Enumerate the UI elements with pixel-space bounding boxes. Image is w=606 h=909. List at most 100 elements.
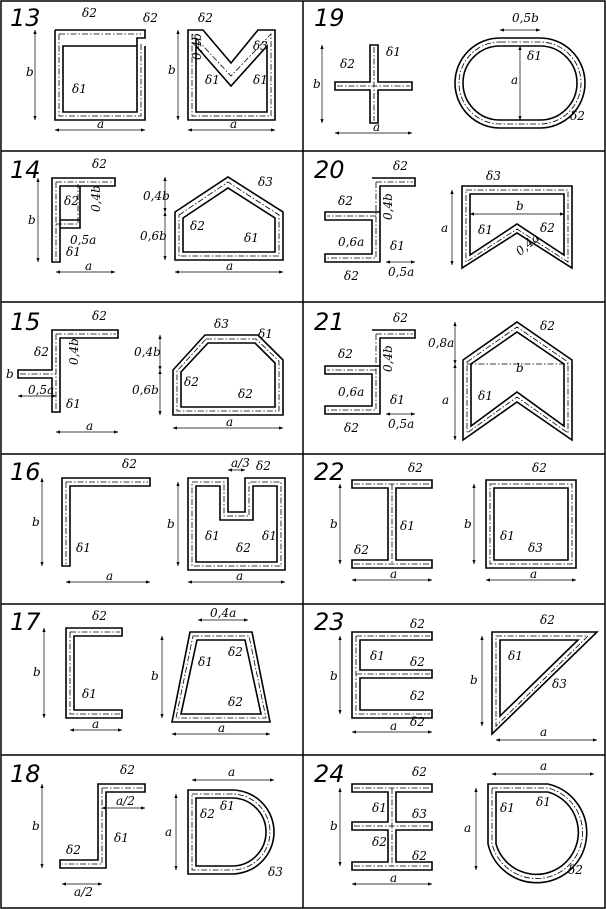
- variant-19: 19 b a δ1 δ2 0,5b a δ1 δ2: [313, 4, 586, 135]
- thickness-d1-c: δ1: [258, 327, 273, 341]
- e-profile-21: [324, 329, 416, 415]
- variant-number: 19: [314, 4, 345, 32]
- thickness-d2: δ2: [340, 57, 355, 71]
- thickness-d2: δ2: [393, 311, 408, 325]
- dim-a-c: a: [226, 415, 233, 429]
- dim-b-nb: b: [167, 517, 175, 531]
- thickness-d2: δ2: [92, 157, 107, 171]
- thickness-d2b: δ2: [338, 347, 353, 361]
- variant-number: 17: [10, 608, 41, 636]
- dim-0-4b: 0,4b: [89, 185, 103, 212]
- dim-a: a: [85, 259, 92, 273]
- thickness-d1-n: δ1: [478, 223, 493, 237]
- thickness-d1-nb: δ1: [205, 529, 220, 543]
- thickness-d2c: δ2: [344, 269, 359, 283]
- thickness-d3: δ3: [214, 317, 229, 331]
- house-profile: [174, 176, 284, 261]
- dim-a-trap: a: [218, 721, 225, 735]
- dim-b: b: [313, 77, 321, 91]
- dim-0-4a: 0,4a: [210, 606, 236, 620]
- notched-box-profile: [187, 477, 286, 571]
- thickness-d3: δ3: [253, 39, 268, 53]
- thickness-d1-chev: δ1: [478, 389, 493, 403]
- thickness-d1-m: δ1: [205, 73, 220, 87]
- dim-a-house: a: [226, 259, 233, 273]
- chamfer-profile: [172, 334, 284, 416]
- dim-a-m: a: [230, 117, 237, 131]
- thickness-d2-d: δ2: [200, 807, 215, 821]
- thickness-d2b: δ2: [66, 843, 81, 857]
- dim-a: a: [92, 717, 99, 731]
- dim-0-5a: 0,5a: [28, 383, 54, 397]
- square-profile: [485, 479, 577, 569]
- thickness-d1: δ1: [400, 519, 415, 533]
- thickness-d3-d: δ3: [268, 865, 283, 879]
- dim-0-4b: 0,4b: [381, 193, 395, 220]
- thickness-d2-c2: δ2: [238, 387, 253, 401]
- thickness-d1: δ1: [66, 245, 81, 259]
- thickness-d2: δ2: [408, 461, 423, 475]
- thickness-d3-sq: δ3: [528, 541, 543, 555]
- dim-0-6a: 0,6a: [338, 385, 364, 399]
- cross-profile: [334, 44, 413, 124]
- variant-24: 24 b a δ2 δ1 δ3 δ2 δ2 a a δ1 δ1 δ2: [314, 759, 595, 886]
- trapezoid-profile: [171, 631, 271, 723]
- thickness-d2b: δ2: [34, 345, 49, 359]
- thickness-d3: δ3: [412, 807, 427, 821]
- dim-b: b: [330, 517, 338, 531]
- thickness-d1: δ1: [390, 239, 405, 253]
- thickness-d2-chev: δ2: [540, 319, 555, 333]
- variant-number: 13: [10, 4, 41, 32]
- dim-a: a: [106, 569, 113, 583]
- thickness-d2c: δ2: [344, 421, 359, 435]
- dim-0-4b: 0,4b: [67, 338, 81, 365]
- triangle-profile: [491, 631, 599, 736]
- step-profile-14: [51, 177, 116, 263]
- dim-b: b: [6, 367, 14, 381]
- thickness-d1-drop2: δ1: [536, 795, 551, 809]
- open-square-profile: [54, 29, 146, 121]
- variant-number: 23: [314, 608, 345, 636]
- dim-b: b: [330, 819, 338, 833]
- dim-a: a: [390, 871, 397, 885]
- d-profile: [187, 789, 275, 875]
- variant-14: 14 b a 0,4b 0,5a δ2 δ2 δ1 0,4b 0,6b a δ3…: [10, 156, 284, 274]
- variant-23: 23 b a δ2 δ1 δ2 δ2 δ2 b a δ2 δ1 δ3: [314, 608, 599, 742]
- variant-number: 22: [314, 458, 345, 486]
- thickness-d2c: δ2: [410, 689, 425, 703]
- thickness-d1: δ1: [372, 801, 387, 815]
- dim-a: a: [373, 120, 380, 134]
- dim-a-notch: a: [441, 221, 448, 235]
- variant-number: 20: [314, 156, 345, 184]
- dim-0-4b: 0,4b: [190, 33, 204, 60]
- dim-a: a: [390, 719, 397, 733]
- dim-b-trap: b: [151, 669, 159, 683]
- dim-b-tri: b: [470, 673, 478, 687]
- dim-0-5a: 0,5a: [70, 233, 96, 247]
- dim-0-5b: 0,5b: [512, 11, 539, 25]
- thickness-d1-tri: δ1: [508, 649, 523, 663]
- e-profile-20: [324, 177, 416, 263]
- dim-b-sq: b: [464, 517, 472, 531]
- thickness-d1-s: δ1: [527, 49, 542, 63]
- thickness-d2b: δ2: [64, 194, 79, 208]
- thickness-d2-trap2: δ2: [228, 695, 243, 709]
- thickness-d2c: δ2: [412, 849, 427, 863]
- dim-a-stadium: a: [511, 73, 518, 87]
- thickness-d1: δ1: [390, 393, 405, 407]
- dim-a-d: a: [228, 765, 235, 779]
- dim-a-nb: a: [236, 569, 243, 583]
- variant-18: 18 b a/2 a/2 δ2 δ1 δ2 a a δ2 δ1 δ3: [10, 760, 283, 899]
- thickness-d1-m2: δ1: [253, 73, 268, 87]
- dim-b: b: [330, 669, 338, 683]
- dim-0-5a: 0,5a: [388, 265, 414, 279]
- thickness-d2-h: δ2: [190, 219, 205, 233]
- thickness-d2: δ2: [122, 457, 137, 471]
- thickness-d2-nb2: δ2: [236, 541, 251, 555]
- dim-a-sq: a: [530, 567, 537, 581]
- variant-number: 21: [314, 308, 345, 336]
- thickness-d2-nb: δ2: [256, 459, 271, 473]
- thickness-d2: δ2: [120, 763, 135, 777]
- dim-b-m: b: [168, 63, 176, 77]
